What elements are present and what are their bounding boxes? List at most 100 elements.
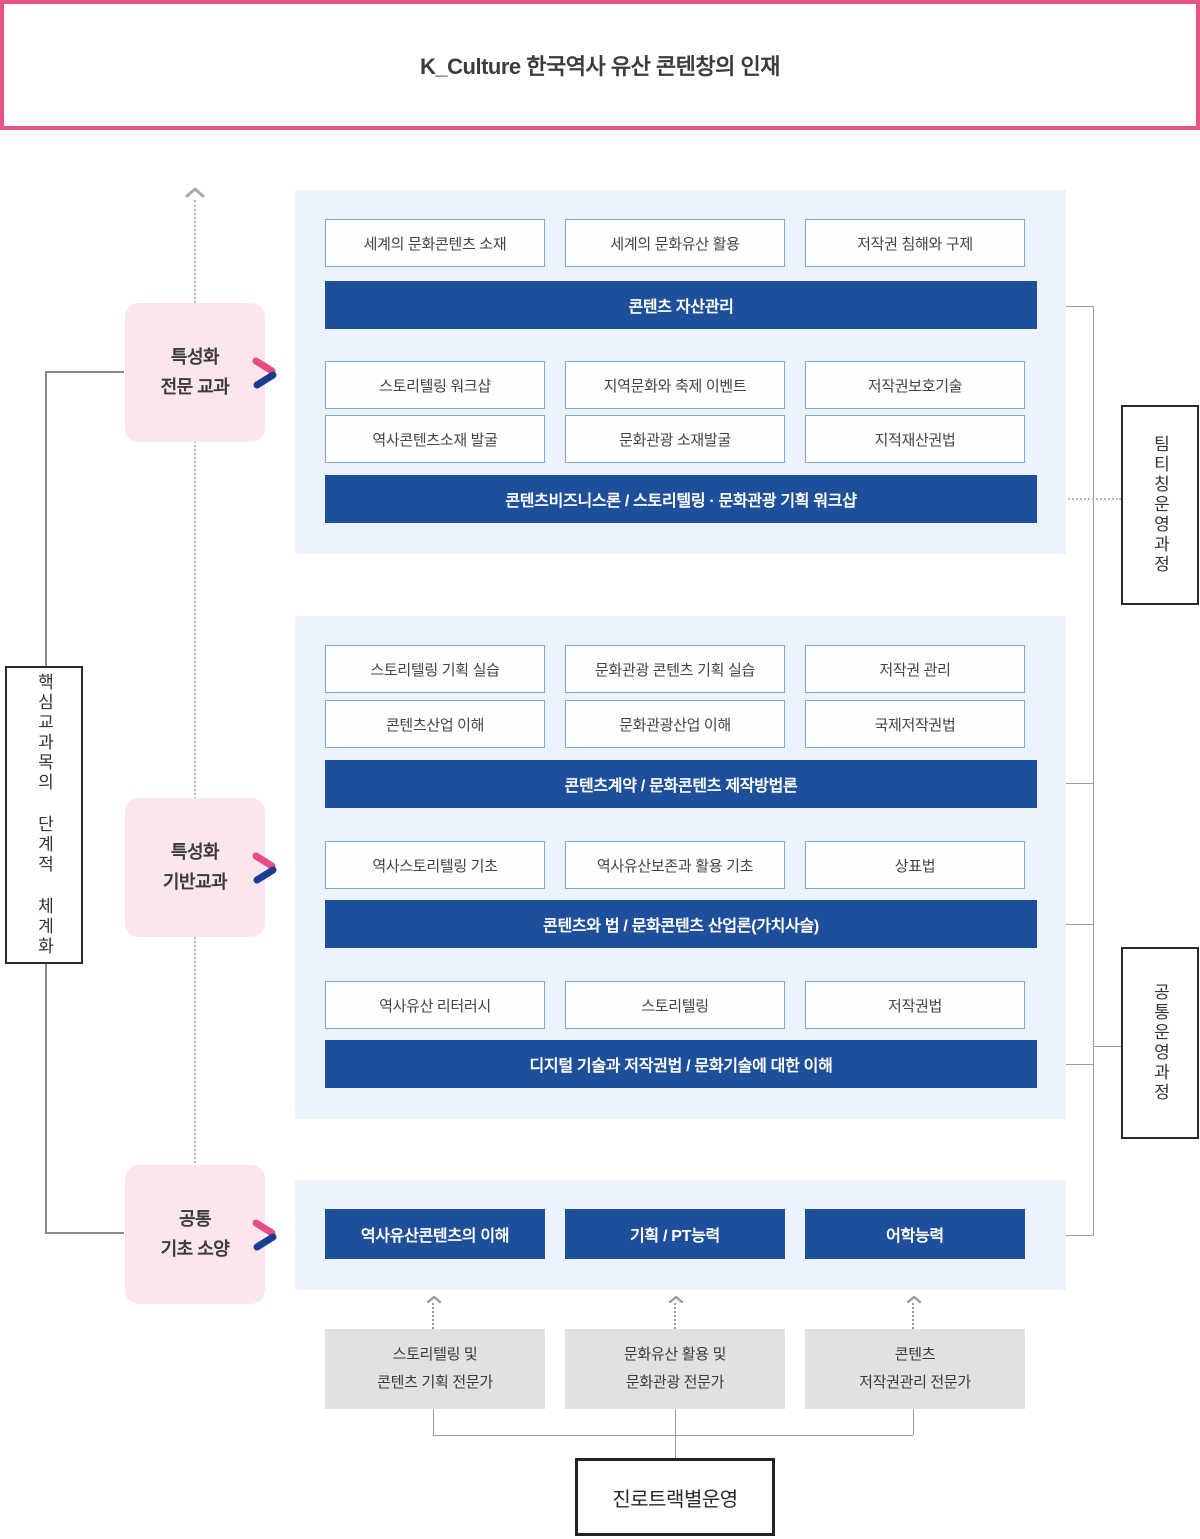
course-cell: 문화관광 소재발굴 <box>565 415 785 463</box>
course-cell: 세계의 문화유산 활용 <box>565 219 785 267</box>
career-track-operation-label: 진로트랙별운영 <box>612 1488 738 1511</box>
course-label: 상표법 <box>894 857 936 875</box>
chevron-right-icon <box>252 357 277 388</box>
course-label: 역사콘텐츠소재 발굴 <box>372 431 498 449</box>
career-track-storytelling: 스토리텔링 및 콘텐츠 기획 전문가 <box>325 1329 545 1409</box>
course-cell: 문화관광 콘텐츠 기획 실습 <box>565 645 785 693</box>
course-cell: 콘텐츠산업 이해 <box>325 700 545 748</box>
up-arrow-icon <box>668 1295 684 1304</box>
basic-competency-box: 역사유산콘텐츠의 이해 <box>325 1209 545 1259</box>
career-label: 스토리텔링 및 <box>392 1345 478 1363</box>
footer-connector <box>913 1409 914 1435</box>
career-arrow-line <box>432 1303 434 1329</box>
category-common-basics: 공통 기초 소양 <box>125 1165 277 1304</box>
career-label: 저작권관리 전문가 <box>859 1374 971 1391</box>
course-cell: 상표법 <box>805 841 1025 889</box>
course-label: 저작권법 <box>887 997 942 1015</box>
career-arrow-line <box>912 1303 914 1329</box>
team-teaching-label: 팀티칭운영과정 <box>1150 435 1170 575</box>
core-course-bar: 디지털 기술과 저작권법 / 문화기술에 대한 이해 <box>325 1040 1037 1088</box>
course-cell: 문화관광산업 이해 <box>565 700 785 748</box>
up-arrow-icon <box>426 1295 442 1304</box>
category-specialized-advanced: 특성화 전문 교과 <box>125 303 277 442</box>
common-course-label: 공통운영과정 <box>1150 983 1170 1103</box>
career-track-heritage: 문화유산 활용 및 문화관광 전문가 <box>565 1329 785 1409</box>
basic-competency-box: 어학능력 <box>805 1209 1025 1259</box>
progression-dotted-line <box>194 200 196 1163</box>
basic-competency-box: 기획 / PT능력 <box>565 1209 785 1259</box>
course-label: 국제저작권법 <box>874 716 956 734</box>
course-cell: 역사스토리텔링 기초 <box>325 841 545 889</box>
page-title: K_Culture 한국역사 유산 콘텐창의 인재 <box>420 54 780 79</box>
chevron-right-icon <box>252 852 277 883</box>
course-cell: 저작권 침해와 구제 <box>805 219 1025 267</box>
course-cell: 지역문화와 축제 이벤트 <box>565 361 785 409</box>
course-label: 역사유산 리터러시 <box>379 997 491 1015</box>
course-label: 스토리텔링 기획 실습 <box>370 661 500 679</box>
core-subjects-label: 핵심교과목의 단계적 체계화 <box>34 673 54 957</box>
core-course-label: 콘텐츠비즈니스론 / 스토리텔링 · 문화관광 기획 워크샵 <box>505 493 857 510</box>
page-header: K_Culture 한국역사 유산 콘텐창의 인재 <box>0 0 1200 130</box>
career-arrow-line <box>674 1303 676 1329</box>
course-label: 지역문화와 축제 이벤트 <box>603 377 747 395</box>
course-cell: 저작권 관리 <box>805 645 1025 693</box>
core-course-label: 콘텐츠와 법 / 문화콘텐츠 산업론(가치사슬) <box>543 918 819 935</box>
course-label: 지적재산권법 <box>874 431 956 449</box>
category-label: 공통 <box>178 1208 212 1229</box>
course-label: 세계의 문화유산 활용 <box>610 235 740 253</box>
career-track-copyright: 콘텐츠 저작권관리 전문가 <box>805 1329 1025 1409</box>
connector-common-box <box>1093 1046 1121 1047</box>
career-track-operation-box: 진로트랙별운영 <box>575 1458 775 1536</box>
course-label: 저작권 침해와 구제 <box>857 235 973 253</box>
footer-connector <box>433 1409 434 1435</box>
competency-label: 어학능력 <box>886 1228 944 1245</box>
course-label: 문화관광산업 이해 <box>619 716 731 734</box>
course-cell: 저작권보호기술 <box>805 361 1025 409</box>
footer-connector <box>675 1409 676 1458</box>
course-label: 저작권 관리 <box>879 661 951 679</box>
competency-label: 기획 / PT능력 <box>630 1228 720 1245</box>
common-course-box: 공통운영과정 <box>1121 947 1199 1139</box>
course-cell: 역사유산 리터러시 <box>325 981 545 1029</box>
right-connector-vline <box>1093 306 1094 1236</box>
career-label: 문화관광 전문가 <box>625 1374 725 1391</box>
category-label: 기초 소양 <box>160 1238 230 1259</box>
course-cell: 스토리텔링 워크샵 <box>325 361 545 409</box>
career-label: 콘텐츠 <box>894 1345 936 1363</box>
course-cell: 스토리텔링 기획 실습 <box>325 645 545 693</box>
core-course-label: 디지털 기술과 저작권법 / 문화기술에 대한 이해 <box>529 1058 833 1075</box>
course-label: 스토리텔링 <box>641 997 709 1015</box>
course-cell: 지적재산권법 <box>805 415 1025 463</box>
core-course-bar: 콘텐츠비즈니스론 / 스토리텔링 · 문화관광 기획 워크샵 <box>325 475 1037 523</box>
core-course-label: 콘텐츠계약 / 문화콘텐츠 제작방법론 <box>564 778 798 795</box>
course-label: 문화관광 소재발굴 <box>619 431 731 449</box>
core-course-bar: 콘텐츠계약 / 문화콘텐츠 제작방법론 <box>325 760 1037 808</box>
course-cell: 저작권법 <box>805 981 1025 1029</box>
category-label: 특성화 <box>170 841 220 862</box>
course-cell: 역사유산보존과 활용 기초 <box>565 841 785 889</box>
course-cell: 국제저작권법 <box>805 700 1025 748</box>
category-specialized-foundation: 특성화 기반교과 <box>125 798 277 937</box>
connector-teamteaching-dotted <box>1037 498 1121 500</box>
core-course-bar: 콘텐츠 자산관리 <box>325 281 1037 329</box>
course-label: 콘텐츠산업 이해 <box>385 716 485 734</box>
team-teaching-box: 팀티칭운영과정 <box>1121 405 1199 605</box>
course-label: 스토리텔링 워크샵 <box>379 377 491 395</box>
core-course-bar: 콘텐츠와 법 / 문화콘텐츠 산업론(가치사슬) <box>325 900 1037 948</box>
core-subjects-label-box: 핵심교과목의 단계적 체계화 <box>5 666 83 964</box>
course-cell: 세계의 문화콘텐츠 소재 <box>325 219 545 267</box>
category-label: 특성화 <box>170 346 220 367</box>
course-label: 문화관광 콘텐츠 기획 실습 <box>594 661 756 679</box>
category-label: 전문 교과 <box>160 376 230 397</box>
course-cell: 스토리텔링 <box>565 981 785 1029</box>
course-label: 역사스토리텔링 기초 <box>372 857 498 875</box>
course-label: 세계의 문화콘텐츠 소재 <box>363 235 507 253</box>
course-label: 저작권보호기술 <box>867 377 963 395</box>
chevron-right-icon <box>252 1219 277 1250</box>
up-arrow-icon <box>906 1295 922 1304</box>
up-arrow-icon <box>185 187 205 198</box>
career-label: 문화유산 활용 및 <box>623 1345 727 1363</box>
career-label: 콘텐츠 기획 전문가 <box>377 1374 493 1391</box>
core-course-label: 콘텐츠 자산관리 <box>628 299 734 316</box>
